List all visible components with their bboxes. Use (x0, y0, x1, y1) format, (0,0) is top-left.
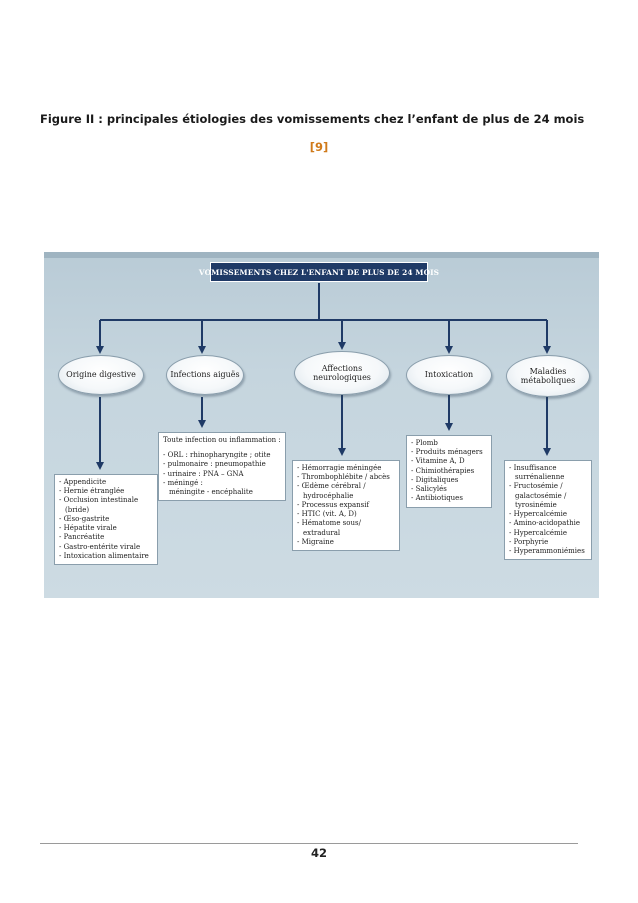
node-label: Intoxication (424, 370, 474, 380)
list-item: - ORL : rhinopharyngite ; otite (163, 451, 271, 460)
node-label: Origine digestive (66, 370, 136, 380)
node-label: Infections aiguës (170, 370, 240, 380)
node-label-line1: Affections (321, 363, 363, 373)
figure-top-band (44, 252, 599, 258)
node-label-line2: métaboliques (520, 376, 576, 385)
list-item: - Œdème cérébral / (297, 482, 366, 491)
list-item: - Produits ménagers (411, 448, 483, 457)
box-affections-neurologiques: - Hémorragie méningée - Thrombophlébite … (292, 460, 400, 552)
list-item: - Hypercalcémie (509, 528, 568, 537)
node-maladies-metaboliques: Maladies métaboliques (506, 355, 590, 397)
node-label-line2: neurologiques (313, 373, 371, 382)
list-item: - Appendicite (59, 478, 107, 486)
node-intoxication: Intoxication (406, 355, 492, 395)
list-item: méningite - encéphalite (169, 488, 253, 497)
list-item: tyrosinémie (515, 500, 557, 509)
figure-caption: Figure II : principales étiologies des v… (40, 112, 585, 126)
list-item: extradural (303, 528, 341, 537)
node-label-line1: Maladies (529, 366, 567, 376)
list-item: - Antibiotiques (411, 494, 463, 503)
footer-rule (40, 843, 578, 844)
node-infections-aigues: Infections aiguës (166, 355, 244, 395)
list-item: - Digitaliques (411, 475, 459, 484)
list-item: - Plomb (411, 439, 438, 447)
list-item: - Vitamine A, D (411, 457, 465, 466)
diagram-header: VOMISSEMENTS CHEZ L'ENFANT DE PLUS DE 24… (199, 262, 439, 282)
box-origine-digestive: - Appendicite - Hernie étranglée - Occlu… (54, 474, 158, 566)
list-item: - méningé : (163, 478, 203, 487)
list-item: - Salicylés (411, 485, 447, 494)
list-item: - Œso-gastrite (59, 514, 110, 523)
list-item: - Pancréatite (59, 533, 105, 542)
node-origine-digestive: Origine digestive (58, 355, 144, 395)
list-item: - Thrombophlébite / abcès (297, 473, 390, 482)
node-label: Maladies métaboliques (521, 367, 575, 385)
list-item: - Insuffisance (509, 464, 557, 472)
list-item: - Hépatite virale (59, 524, 117, 533)
etiology-diagram: VOMISSEMENTS CHEZ L'ENFANT DE PLUS DE 24… (44, 252, 599, 598)
list-item: - Amino-acidopathie (509, 519, 580, 528)
list-item: - HTIC (vit. A, D) (297, 510, 357, 519)
page-number: 42 (310, 846, 327, 860)
connector-lines (96, 283, 551, 470)
list-item: hydrocéphalie (303, 491, 354, 500)
box-intoxication: - Plomb - Produits ménagers - Vitamine A… (406, 435, 492, 508)
list-item: - Fructosémie / (509, 482, 563, 491)
box-infections-aigues: Toute infection ou inflammation : - ORL … (158, 432, 286, 502)
list-item: - Occlusion intestinale (59, 496, 139, 505)
list-item: galactosémie / (515, 491, 567, 500)
node-label: Affections neurologiques (313, 364, 371, 382)
box-maladies-metaboliques: - Insuffisance surrénalienne - Fructosém… (504, 460, 592, 561)
list-item: - Hyperammoniémies (509, 547, 585, 556)
list-item: - Porphyrie (509, 537, 549, 546)
list-item: (bride) (65, 505, 90, 514)
list-item: - Processus expansif (297, 500, 370, 509)
list-item: - pulmonaire : pneumopathie (163, 460, 266, 469)
list-item: - Hypercalcémie (509, 510, 568, 519)
list-item: - Chimiothérapies (411, 466, 475, 475)
box-intro: Toute infection ou inflammation : (163, 436, 281, 444)
list-item: - urinaire : PNA – GNA (163, 469, 244, 478)
node-affections-neurologiques: Affections neurologiques (294, 351, 390, 395)
list-item: - Migraine (297, 537, 334, 546)
list-item: surrénalienne (515, 473, 565, 482)
list-item: - Intoxication alimentaire (59, 551, 149, 560)
list-item: - Hématome sous/ (297, 519, 361, 528)
list-item: - Hernie étranglée (59, 487, 125, 496)
list-item: - Hémorragie méningée (297, 464, 382, 472)
list-item: - Gastro-entérite virale (59, 542, 141, 551)
figure-reference: [9] (309, 140, 329, 154)
